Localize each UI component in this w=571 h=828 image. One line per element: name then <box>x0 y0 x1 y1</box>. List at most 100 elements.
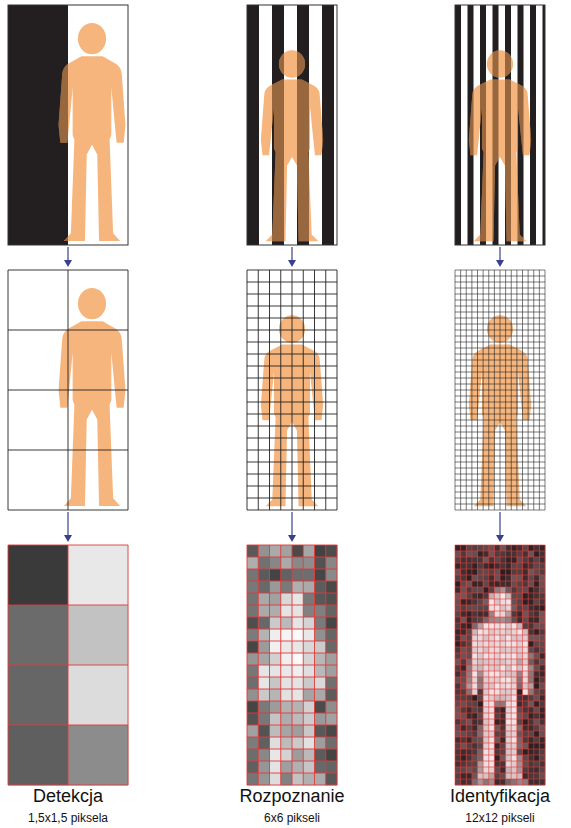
pixel-cell <box>494 635 500 641</box>
pixel-cell <box>455 551 461 557</box>
pixel-cell <box>315 713 327 725</box>
pixel-cell <box>478 743 484 749</box>
pixel-cell <box>534 563 540 569</box>
pixel-cell <box>303 677 315 689</box>
pixel-cell <box>539 557 545 563</box>
pixel-cell <box>500 725 506 731</box>
grid-line <box>455 504 545 505</box>
pixel-grid-line <box>247 593 337 594</box>
pixel-cell <box>539 719 545 725</box>
pixel-cell <box>292 689 304 701</box>
pixel-cell <box>494 629 500 635</box>
pixel-cell <box>461 725 467 731</box>
pixel-cell <box>494 725 500 731</box>
pixel-cell <box>326 569 338 581</box>
grid-line <box>8 450 128 451</box>
grid-line <box>247 402 337 403</box>
pixel-cell <box>539 617 545 623</box>
pixel-cell <box>528 647 534 653</box>
pixel-cell <box>528 719 534 725</box>
pixel-cell <box>528 599 534 605</box>
pixel-cell <box>478 707 484 713</box>
pixel-cell <box>523 767 529 773</box>
pixel-cell <box>461 701 467 707</box>
pixel-cell <box>506 671 512 677</box>
grid-line <box>455 420 545 421</box>
pixel-cell <box>466 713 472 719</box>
grid-line <box>8 510 128 511</box>
pixel-cell <box>489 581 495 587</box>
grid-line <box>455 360 545 361</box>
pixel-cell <box>303 713 315 725</box>
pixel-grid-line <box>247 665 337 666</box>
pixel-grid-line <box>455 785 545 786</box>
pixel-cell <box>478 701 484 707</box>
pixel-cell <box>489 761 495 767</box>
pixel-cell <box>270 653 282 665</box>
pixel-cell <box>461 683 467 689</box>
pixel-cell <box>489 779 495 785</box>
pixel-cell <box>483 581 489 587</box>
pixel-cell <box>489 557 495 563</box>
pixel-cell <box>455 545 461 551</box>
grid-line <box>247 462 337 463</box>
pixel-cell <box>534 605 540 611</box>
pixel-cell <box>506 617 512 623</box>
pixel-cell <box>489 725 495 731</box>
pixel-cell <box>326 545 338 557</box>
pixel-cell <box>500 773 506 779</box>
grid-line <box>247 270 337 271</box>
pixel-cell <box>523 647 529 653</box>
pixel-cell <box>315 737 327 749</box>
pixel-cell <box>483 641 489 647</box>
pixel-cell <box>281 713 293 725</box>
pixel-cell <box>326 701 338 713</box>
pixel-cell <box>472 695 478 701</box>
pixel-cell <box>478 653 484 659</box>
pixel-cell <box>539 779 545 785</box>
pixel-cell <box>517 713 523 719</box>
pixel-cell <box>539 563 545 569</box>
pixel-cell <box>523 743 529 749</box>
pixel-cell <box>483 551 489 557</box>
down-arrow <box>64 512 72 542</box>
person-silhouette <box>59 288 126 506</box>
pixel-cell <box>292 725 304 737</box>
down-arrow <box>288 512 296 542</box>
pixel-cell <box>292 761 304 773</box>
pixel-cell <box>281 737 293 749</box>
pixel-cell <box>292 605 304 617</box>
pixel-cell <box>500 641 506 647</box>
grid-line <box>247 486 337 487</box>
pixel-cell <box>292 581 304 593</box>
pixel-cell <box>534 749 540 755</box>
pixel-cell <box>517 629 523 635</box>
pixel-cell <box>478 641 484 647</box>
pixel-cell <box>523 587 529 593</box>
pixel-cell <box>461 599 467 605</box>
pixel-cell <box>461 671 467 677</box>
pixel-cell <box>500 647 506 653</box>
pixel-cell <box>461 689 467 695</box>
pixel-cell <box>461 779 467 785</box>
pixel-grid-line <box>455 689 545 690</box>
pixel-cell <box>506 581 512 587</box>
pixel-grid-line <box>247 641 337 642</box>
pixel-cell <box>506 551 512 557</box>
pixel-cell <box>489 611 495 617</box>
silhouette-shade <box>247 5 334 245</box>
pixel-cell <box>483 587 489 593</box>
pixel-cell <box>500 755 506 761</box>
pixel-cell <box>506 635 512 641</box>
pixel-cell <box>461 563 467 569</box>
pixel-cell <box>506 623 512 629</box>
pixel-cell <box>523 641 529 647</box>
pixel-grid-line <box>247 701 337 702</box>
pixel-cell <box>506 629 512 635</box>
pixel-cell <box>326 653 338 665</box>
pixel-grid-line <box>455 773 545 774</box>
pixel-cell <box>466 599 472 605</box>
pixel-cell <box>270 557 282 569</box>
grid-line <box>455 312 545 313</box>
pixel-grid-line <box>455 767 545 768</box>
